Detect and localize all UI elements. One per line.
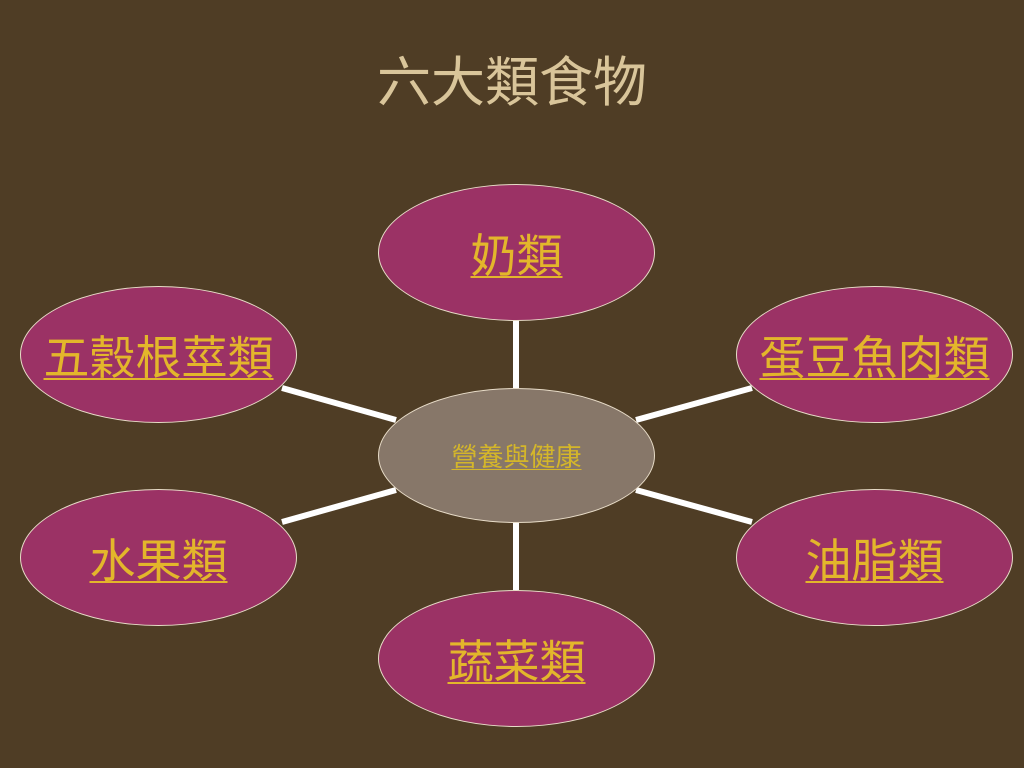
node-fruit[interactable]: 水果類 xyxy=(20,489,297,626)
node-dairy-link[interactable]: 奶類 xyxy=(470,228,563,283)
node-grains-link[interactable]: 五穀根莖類 xyxy=(43,330,274,385)
node-protein[interactable]: 蛋豆魚肉類 xyxy=(736,286,1013,423)
node-vegetables-link[interactable]: 蔬菜類 xyxy=(447,634,586,689)
connector-fruit xyxy=(281,487,397,525)
node-center-link[interactable]: 營養與健康 xyxy=(451,443,582,473)
node-dairy[interactable]: 奶類 xyxy=(378,184,655,321)
node-vegetables[interactable]: 蔬菜類 xyxy=(378,590,655,727)
slide-title: 六大類食物 xyxy=(377,51,647,114)
node-oils[interactable]: 油脂類 xyxy=(736,489,1013,626)
connector-grains xyxy=(281,385,397,423)
node-protein-link[interactable]: 蛋豆魚肉類 xyxy=(759,330,990,385)
node-center[interactable]: 營養與健康 xyxy=(378,388,655,523)
connector-protein xyxy=(635,385,753,423)
node-fruit-link[interactable]: 水果類 xyxy=(89,533,228,588)
node-grains[interactable]: 五穀根莖類 xyxy=(20,286,297,423)
connector-oils xyxy=(635,487,753,525)
node-oils-link[interactable]: 油脂類 xyxy=(805,533,944,588)
